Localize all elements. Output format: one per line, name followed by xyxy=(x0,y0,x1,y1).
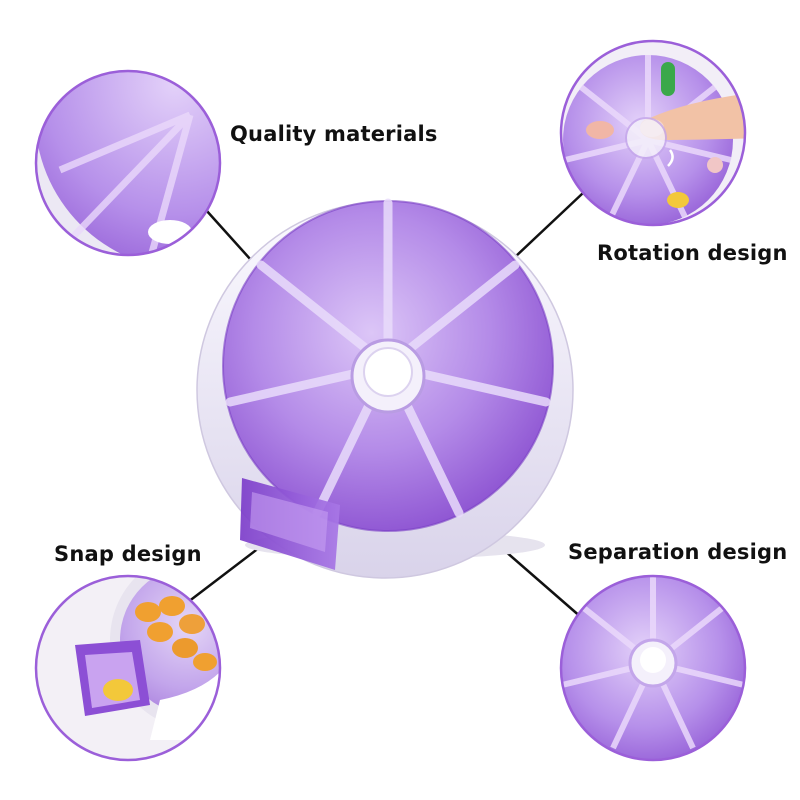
finger-icon xyxy=(640,92,745,140)
pill-orange-icon xyxy=(135,602,161,622)
label-quality-materials: Quality materials xyxy=(230,122,438,146)
detail-circle-quality xyxy=(34,69,222,257)
label-snap-design: Snap design xyxy=(54,542,202,566)
detail-circle-snap xyxy=(34,574,222,762)
main-pill-box xyxy=(196,198,574,579)
capsule-green-icon xyxy=(661,62,675,96)
detail-circle-separation xyxy=(559,574,747,762)
pill-yellow-icon-2 xyxy=(103,679,133,701)
label-separation-design: Separation design xyxy=(568,540,788,564)
detail-circle-rotation xyxy=(559,39,747,227)
label-rotation-design: Rotation design xyxy=(597,241,788,265)
pill-yellow-icon xyxy=(667,192,689,208)
